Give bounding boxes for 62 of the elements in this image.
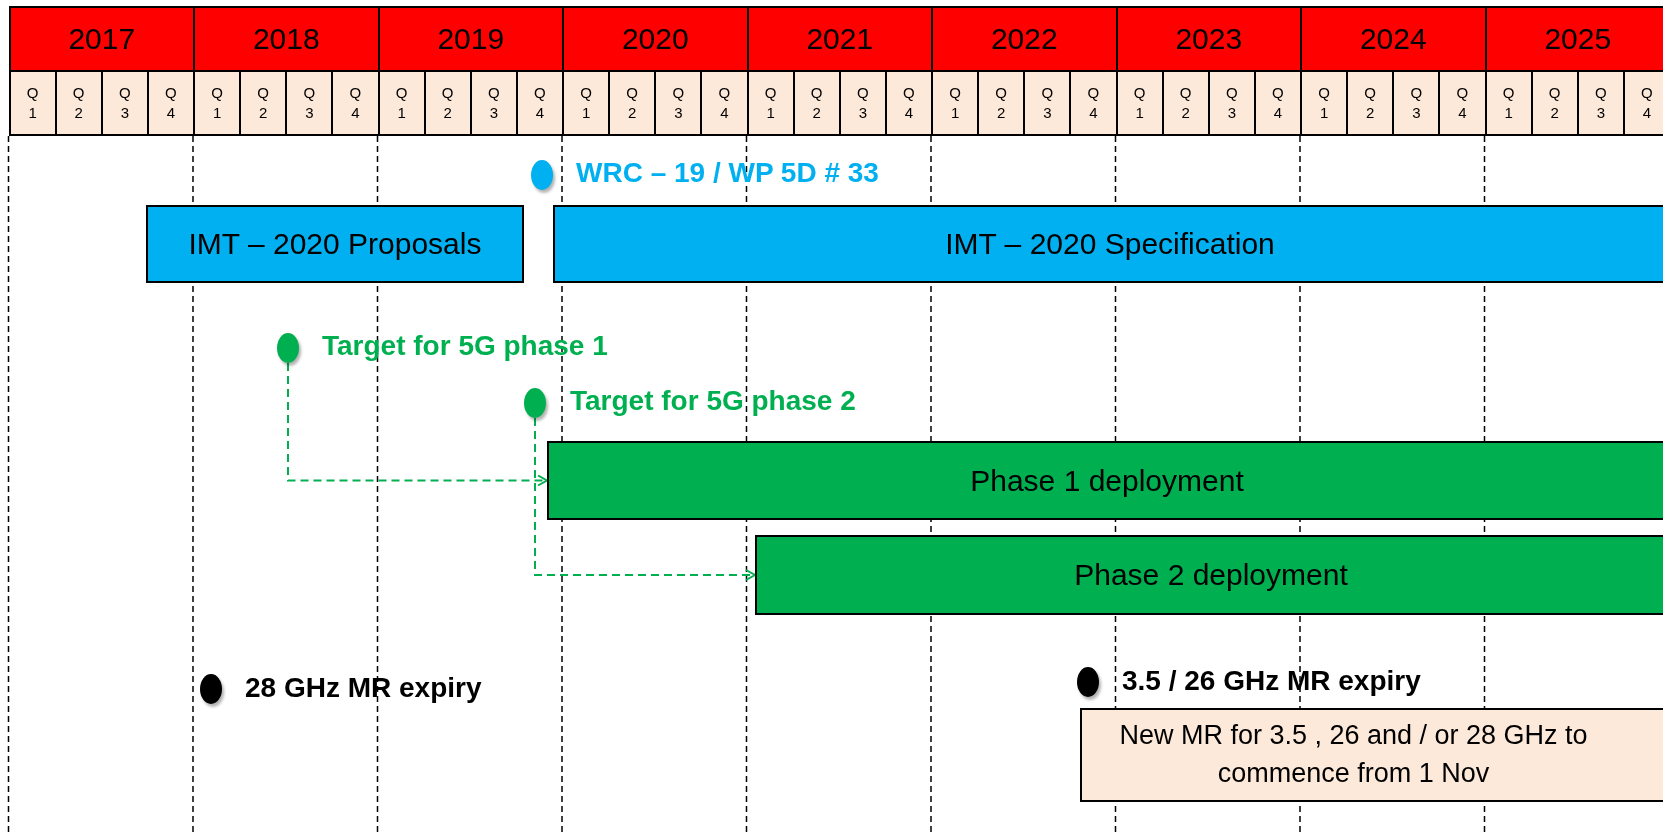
quarter-header: Q 1 xyxy=(931,70,980,136)
quarter-header: Q 1 xyxy=(377,70,426,136)
quarter-header: Q 4 xyxy=(884,70,933,136)
quarter-header: Q 2 xyxy=(423,70,472,136)
milestone-dot xyxy=(200,674,222,704)
timeline-bar: IMT – 2020 Specification xyxy=(553,205,1663,283)
milestone-label: 3.5 / 26 GHz MR expiry xyxy=(1122,665,1421,697)
quarter-header: Q 2 xyxy=(54,70,103,136)
timeline-bar: Phase 1 deployment xyxy=(547,441,1663,520)
quarter-header: Q 1 xyxy=(562,70,611,136)
milestone-dot xyxy=(277,333,299,363)
milestone-dot xyxy=(531,160,553,190)
quarter-header: Q 4 xyxy=(1438,70,1487,136)
year-header: 2022 xyxy=(931,6,1118,72)
quarter-header: Q 4 xyxy=(331,70,380,136)
milestone-label: 28 GHz MR expiry xyxy=(245,672,482,704)
quarter-header: Q 2 xyxy=(1530,70,1579,136)
milestone-label: Target for 5G phase 2 xyxy=(570,385,856,417)
year-header: 2024 xyxy=(1300,6,1487,72)
arrow xyxy=(287,362,548,487)
quarter-header: Q 3 xyxy=(654,70,703,136)
quarter-header: Q 4 xyxy=(1253,70,1302,136)
year-header: 2023 xyxy=(1115,6,1302,72)
quarter-header: Q 4 xyxy=(1622,70,1663,136)
quarter-header: Q 1 xyxy=(193,70,242,136)
year-header: 2020 xyxy=(562,6,749,72)
quarter-header: Q 1 xyxy=(1115,70,1164,136)
quarter-header: Q 1 xyxy=(8,70,57,136)
quarter-header: Q 2 xyxy=(239,70,288,136)
quarter-header: Q 4 xyxy=(1069,70,1118,136)
quarter-header: Q 3 xyxy=(1207,70,1256,136)
timeline-bar: Phase 2 deployment xyxy=(755,535,1663,615)
year-header: 2021 xyxy=(746,6,933,72)
milestone-label: WRC – 19 / WP 5D # 33 xyxy=(576,157,879,189)
year-header: 2017 xyxy=(8,6,195,72)
milestone-label: Target for 5G phase 1 xyxy=(322,330,608,362)
year-header: 2018 xyxy=(193,6,380,72)
quarter-header: Q 4 xyxy=(700,70,749,136)
quarter-header: Q 2 xyxy=(1161,70,1210,136)
quarter-header: Q 2 xyxy=(1346,70,1395,136)
milestone-dot xyxy=(1077,667,1099,697)
quarter-header: Q 1 xyxy=(1484,70,1533,136)
quarter-header: Q 4 xyxy=(515,70,564,136)
quarter-header: Q 3 xyxy=(1023,70,1072,136)
quarter-header: Q 3 xyxy=(100,70,149,136)
quarter-header: Q 3 xyxy=(1576,70,1625,136)
year-header: 2019 xyxy=(377,6,564,72)
year-header: 2025 xyxy=(1484,6,1663,72)
quarter-header: Q 1 xyxy=(1300,70,1349,136)
quarter-header: Q 4 xyxy=(146,70,195,136)
timeline-bar: IMT – 2020 Proposals xyxy=(146,205,524,283)
arrow xyxy=(534,417,756,581)
quarter-header: Q 1 xyxy=(746,70,795,136)
quarter-header: Q 2 xyxy=(977,70,1026,136)
quarter-header: Q 3 xyxy=(1392,70,1441,136)
quarter-header: Q 3 xyxy=(285,70,334,136)
quarter-header: Q 3 xyxy=(838,70,887,136)
quarter-header: Q 2 xyxy=(608,70,657,136)
milestone-dot xyxy=(524,388,546,418)
timeline-bar: New MR for 3.5 , 26 and / or 28 GHz to commence from 1 Nov xyxy=(1080,708,1663,802)
quarter-header: Q 3 xyxy=(469,70,518,136)
quarter-header: Q 2 xyxy=(792,70,841,136)
